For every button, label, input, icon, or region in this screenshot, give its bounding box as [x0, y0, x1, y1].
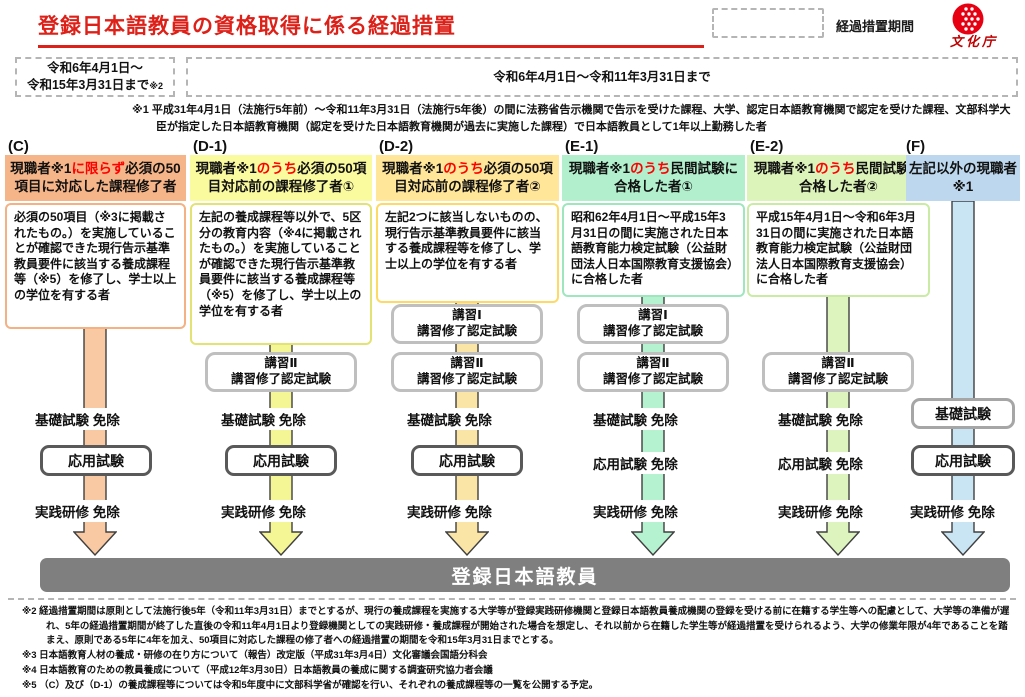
column-c-kiso-menjo: 基礎試験 免除: [30, 408, 125, 430]
column-c-jissen-menjo: 実践研修 免除: [30, 500, 125, 522]
period-ref: ※2: [149, 81, 164, 91]
notes-divider: [8, 598, 1016, 600]
column-d2-oyo-box: 応用試験: [411, 445, 523, 476]
footnote-2: ※2 経過措置期間は原則として法施行後5年（令和11年3月31日）までとするが、…: [22, 606, 1010, 647]
column-f-jissen-menjo: 実践研修 免除: [905, 500, 1000, 522]
column-d1-oyo-box: 応用試験: [225, 445, 337, 476]
column-f-label: (F): [906, 138, 926, 155]
column-c-oyo-box: 応用試験: [40, 445, 152, 476]
transition-period-long-box: 令和6年4月1日～ 令和15年3月31日まで※2: [15, 57, 175, 97]
period-line2: 令和15年3月31日まで: [26, 78, 150, 92]
flow-arrow-c: [73, 328, 117, 556]
column-e1-label: (E-1): [565, 138, 599, 155]
footnote-3: ※3 日本語教育人材の養成・研修の在り方について（報告）改定版（平成31年3月4…: [22, 650, 488, 662]
column-c-body: 必須の50項目（※3に掲載されたもの。）を実施していることが確認できた現行告示基…: [5, 203, 186, 329]
column-d1-kiso-menjo: 基礎試験 免除: [216, 408, 311, 430]
column-c-label: (C): [8, 138, 29, 155]
footnote-1: ※1 平成31年4月1日（法施行5年前）～令和11年3月31日（法施行5年後）の…: [132, 104, 1011, 133]
result-bar: 登録日本語教員: [40, 558, 1010, 592]
transition-period-main-box: 令和6年4月1日～令和11年3月31日まで: [186, 57, 1018, 97]
column-c-header: 現職者※1に限らず必須の50項目に対応した課程修了者: [5, 155, 186, 201]
column-f-kiso-box: 基礎試験: [911, 398, 1015, 429]
column-d2-body: 左記2つに該当しないものの、現行告示基準教員要件に該当する養成課程等を修了し、学…: [376, 203, 559, 303]
column-d1-body: 左記の養成課程等以外で、5区分の教育内容（※4に掲載されたもの。）を実施している…: [190, 203, 372, 345]
column-e1-oyo-menjo: 応用試験 免除: [588, 452, 683, 474]
page-title: 登録日本語教員の資格取得に係る経過措置: [38, 15, 456, 38]
column-e2-label: (E-2): [750, 138, 784, 155]
column-d1-jissen-menjo: 実践研修 免除: [216, 500, 311, 522]
column-e1-jissen-menjo: 実践研修 免除: [588, 500, 683, 522]
column-e2-header: 現職者※1のうち民間試験に合格した者②: [747, 155, 930, 201]
legend-dashed-box: [712, 8, 824, 38]
title-underline: [38, 45, 704, 48]
footnote-4: ※4 日本語教育のための教員養成について（平成12年3月30日）日本語教員の養成…: [22, 664, 493, 676]
period-line1: 令和6年4月1日～: [47, 61, 143, 76]
period-caption: 経過措置期間: [836, 19, 915, 34]
footnote-5: ※5 （C）及び（D-1）の養成課程等については令和5年度中に文部科学省が確認を…: [22, 679, 599, 691]
column-e2-oyo-menjo: 応用試験 免除: [773, 452, 868, 474]
column-f-header: 左記以外の現職者※1: [906, 155, 1020, 201]
column-d2-jissen-menjo: 実践研修 免除: [402, 500, 497, 522]
column-d2-kiso-menjo: 基礎試験 免除: [402, 408, 497, 430]
footnotes: ※2 経過措置期間は原則として法施行後5年（令和11年3月31日）までとするが、…: [22, 605, 1012, 693]
column-e1-header: 現職者※1のうち民間試験に合格した者①: [562, 155, 745, 201]
column-d1-label: (D-1): [193, 138, 228, 155]
agency-name: 文化庁: [950, 34, 999, 49]
column-f-oyo-box: 応用試験: [911, 445, 1015, 476]
column-d2-header: 現職者※1のうち必須の50項目対応前の課程修了者②: [376, 155, 559, 201]
column-e2-kiso-menjo: 基礎試験 免除: [773, 408, 868, 430]
column-e2-jissen-menjo: 実践研修 免除: [773, 500, 868, 522]
column-e1-body: 昭和62年4月1日～平成15年3月31日の間に実施された日本語教育能力検定試験（…: [562, 203, 745, 297]
column-e2-body: 平成15年4月1日～令和6年3月31日の間に実施された日本語教育能力検定試験（公…: [747, 203, 930, 297]
column-d1-header: 現職者※1のうち必須の50項目対応前の課程修了者①: [190, 155, 372, 201]
period-main: 令和6年4月1日～令和11年3月31日まで: [493, 69, 711, 84]
column-e1-kiso-menjo: 基礎試験 免除: [588, 408, 683, 430]
column-d2-label: (D-2): [379, 138, 414, 155]
bunkacho-logo-icon: [952, 3, 984, 35]
